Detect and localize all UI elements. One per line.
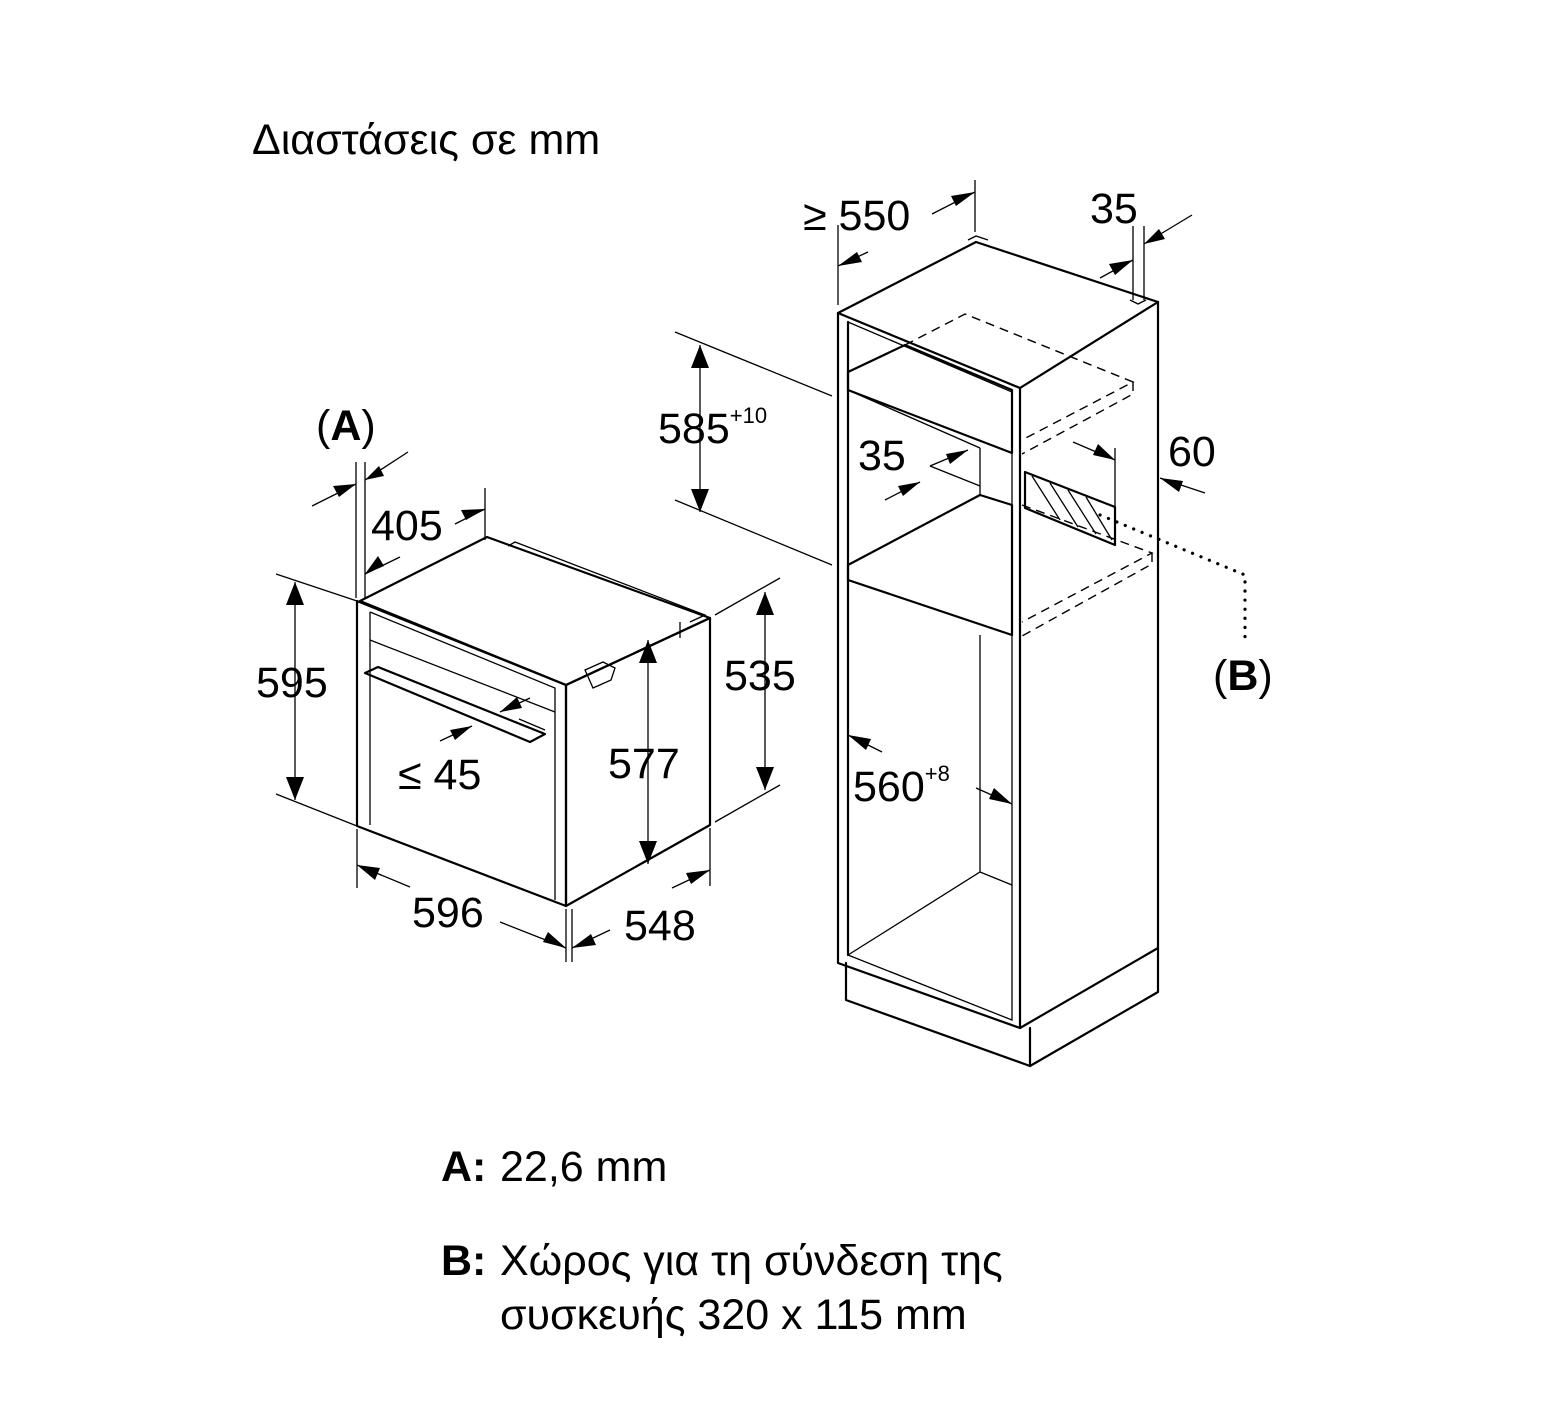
cabinet-dimension-lines — [674, 180, 1206, 805]
oven-dimension-lines — [275, 451, 781, 962]
legend-text-B: Χώρος για τη σύνδεση της συσκευής 320 x … — [500, 1237, 1003, 1339]
label-405: 405 — [371, 502, 443, 550]
label-A-marker: (A) — [316, 402, 376, 450]
label-niche-width: 560+8 — [853, 761, 950, 811]
legend-key-B: B: — [441, 1237, 487, 1285]
label-niche-depth: ≥ 550 — [803, 192, 910, 240]
cabinet-drawing — [836, 235, 1247, 1068]
diagram-heading: Διαστάσεις σε mm — [252, 116, 600, 164]
label-535: 535 — [724, 652, 796, 700]
label-596: 596 — [412, 889, 484, 937]
label-595: 595 — [256, 659, 328, 707]
label-548: 548 — [624, 902, 696, 950]
label-handle-depth: ≤ 45 — [398, 751, 481, 799]
dimension-labels: (A) 405 595 577 535 596 548 ≤ 45 ≥ 550 3… — [256, 185, 1273, 950]
label-cabinet-wall: 35 — [1090, 185, 1138, 233]
oven-drawing — [355, 535, 712, 908]
label-B-marker: (B) — [1213, 652, 1273, 700]
label-577: 577 — [608, 740, 680, 788]
label-niche-height: 585+10 — [658, 403, 767, 453]
label-rear-gap: 60 — [1168, 428, 1216, 476]
legend-text-A: 22,6 mm — [500, 1143, 668, 1191]
legend-key-A: A: — [441, 1143, 487, 1191]
label-inner-offset: 35 — [858, 432, 906, 480]
